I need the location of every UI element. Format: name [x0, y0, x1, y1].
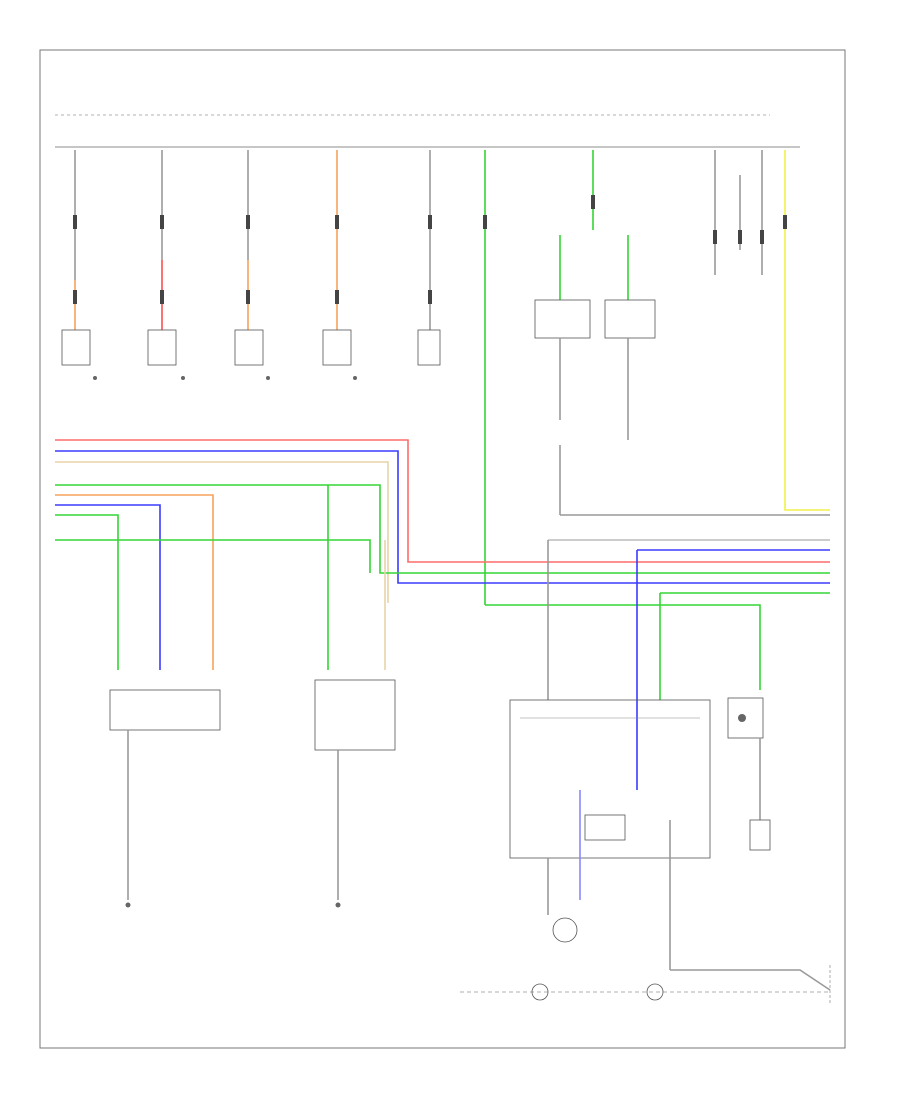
right-component — [727, 697, 771, 851]
harness-green-1 — [55, 484, 830, 574]
diagram-frame — [39, 49, 846, 1049]
harness-right-group — [485, 539, 830, 790]
control-unit — [509, 699, 831, 991]
bottom-bus — [460, 965, 831, 1005]
switch-box-2 — [147, 329, 177, 366]
ground-dot-4 — [353, 376, 357, 380]
harness-green-3 — [55, 539, 371, 573]
bottom-connector-1 — [531, 983, 549, 1001]
harness-second-group — [55, 484, 830, 670]
harness-red — [55, 439, 830, 563]
control-unit-box — [509, 699, 711, 859]
harness-top-group — [55, 439, 830, 603]
ground-dot-2 — [181, 376, 185, 380]
ground-dot-1 — [93, 376, 97, 380]
harness-tan — [55, 461, 389, 603]
switch-box-3 — [234, 329, 264, 366]
right-component-indicator — [738, 714, 746, 722]
right-component-lower — [749, 819, 771, 851]
door-switch-row — [61, 329, 441, 380]
wire-11-yellow-end — [784, 505, 830, 511]
lower-left-switches — [109, 679, 396, 908]
right-green-2 — [485, 604, 761, 690]
lower-switch-group-1 — [109, 689, 221, 731]
bottom-connector-2 — [646, 983, 664, 1001]
ground-dot-lower-2 — [335, 902, 341, 908]
top-wires-right — [714, 150, 830, 511]
harness-orange — [55, 494, 214, 670]
top-wires-left — [74, 150, 594, 605]
wire-markers — [73, 195, 787, 304]
harness-green-2 — [55, 514, 119, 670]
relay-modules — [534, 235, 830, 516]
relay-b-box — [604, 299, 656, 339]
switch-box-4 — [322, 329, 352, 366]
control-right-bus — [670, 969, 831, 991]
relay-a-box — [534, 299, 591, 339]
lower-switch-group-2 — [314, 679, 396, 751]
harness-blue — [55, 450, 830, 584]
ground-dot-lower-1 — [125, 902, 131, 908]
switch-box-5 — [417, 329, 441, 366]
motor-symbol — [552, 917, 578, 943]
ground-dot-3 — [266, 376, 270, 380]
control-inner-relay — [584, 814, 626, 841]
harness-blue-2 — [55, 504, 161, 670]
right-component-box — [727, 697, 764, 739]
switch-box-1 — [61, 329, 91, 366]
